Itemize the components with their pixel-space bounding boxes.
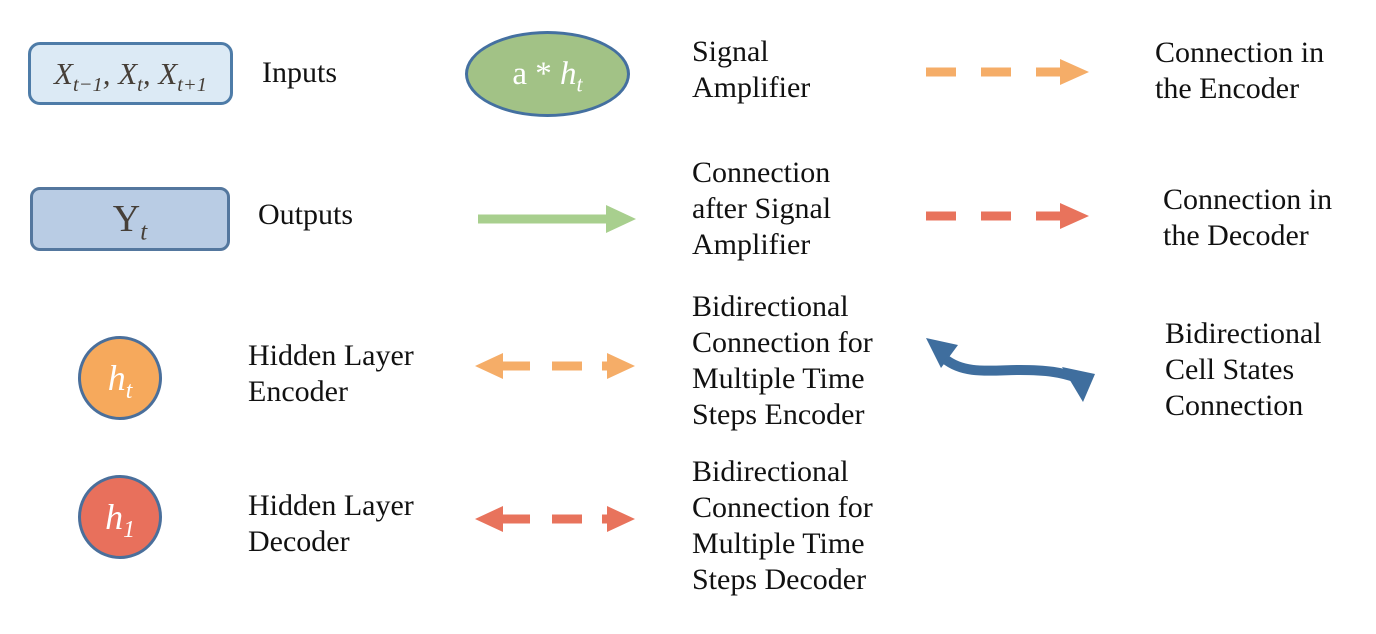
hidden-decoder-math: h1 — [105, 497, 135, 544]
decoder-bidirectional-arrow-icon — [475, 506, 635, 532]
inputs-box-symbol: Xt−1, Xt, Xt+1 — [28, 42, 233, 105]
outputs-math: Yt — [112, 198, 148, 246]
encoder-connection-arrow-icon — [926, 59, 1089, 85]
amplified-connection-arrow-icon — [478, 205, 636, 233]
hidden-decoder-label: Hidden Layer Decoder — [248, 489, 414, 558]
cell-states-arrow-icon — [926, 338, 1095, 402]
hidden-encoder-circle: ht — [78, 336, 162, 420]
bidi-decoder-label: Bidirectional Connection for Multiple Ti… — [692, 455, 873, 596]
connection-encoder-label: Connection in the Encoder — [1155, 36, 1325, 105]
hidden-encoder-math: ht — [107, 358, 133, 405]
hidden-decoder-circle: h1 — [78, 475, 162, 559]
signal-amplifier-ellipse: a * ht — [465, 31, 630, 117]
outputs-label: Outputs — [258, 198, 354, 231]
amplifier-math: a * ht — [512, 55, 583, 97]
encoder-bidirectional-arrow-icon — [475, 353, 635, 379]
inputs-label: Inputs — [262, 56, 337, 89]
decoder-connection-arrow-icon — [926, 203, 1089, 229]
connection-after-amplifier-label: Connection after Signal Amplifier — [692, 156, 832, 261]
bidi-encoder-label: Bidirectional Connection for Multiple Ti… — [692, 290, 873, 431]
signal-amplifier-label: Signal Amplifier — [692, 35, 811, 104]
connection-decoder-label: Connection in the Decoder — [1163, 183, 1333, 252]
outputs-box-symbol: Yt — [30, 187, 230, 251]
hidden-encoder-label: Hidden Layer Encoder — [248, 339, 414, 408]
bidi-cell-states-label: Bidirectional Cell States Connection — [1165, 317, 1322, 422]
inputs-math: Xt−1, Xt, Xt+1 — [54, 55, 207, 96]
